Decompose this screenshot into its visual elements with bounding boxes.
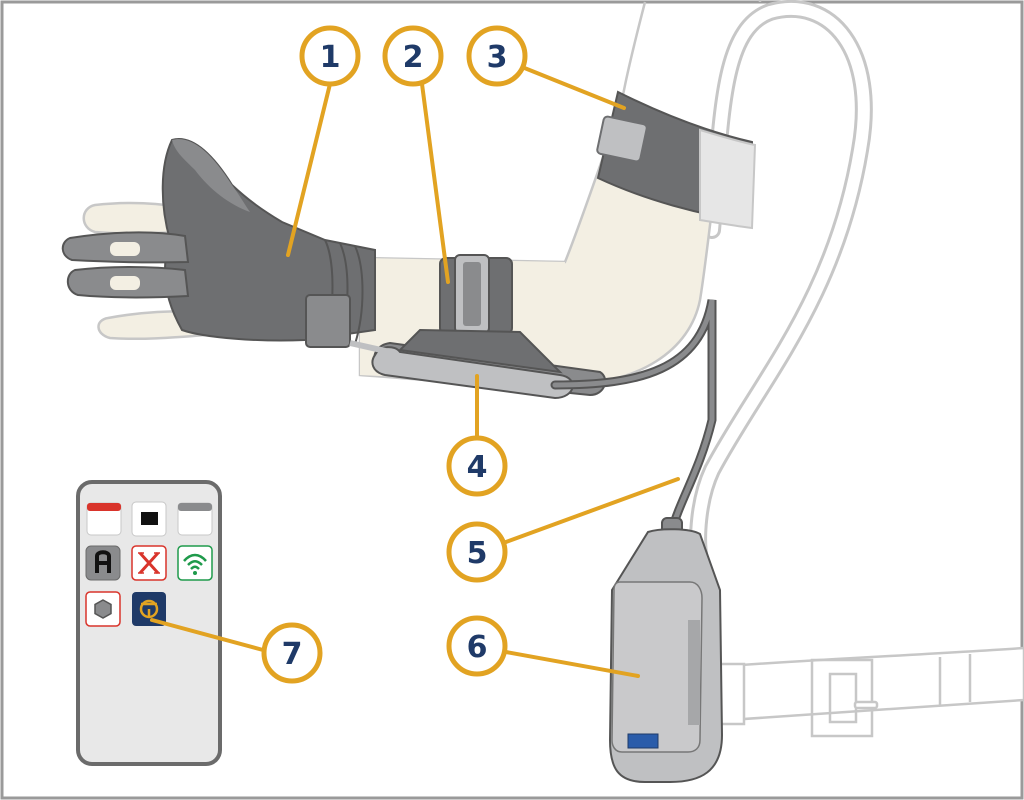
companion-app-icon[interactable] <box>132 592 166 626</box>
video-icon[interactable] <box>131 501 167 537</box>
callout-6-label: 6 <box>467 630 488 665</box>
callout-6: 6 <box>446 615 508 677</box>
calendar-icon[interactable] <box>86 502 122 536</box>
hexagon-icon[interactable] <box>85 591 121 627</box>
x-app-icon[interactable] <box>131 545 167 581</box>
callout-5: 5 <box>446 521 508 583</box>
smartphone <box>76 480 222 766</box>
glove <box>61 138 391 355</box>
callout-2-label: 2 <box>403 40 424 75</box>
callout-3-label: 3 <box>487 40 508 75</box>
callout-7-label: 7 <box>282 637 303 672</box>
callout-1-label: 1 <box>320 40 341 75</box>
callout-3: 3 <box>466 25 528 87</box>
callout-2: 2 <box>382 25 444 87</box>
callout-leaders <box>150 65 680 678</box>
callout-4-label: 4 <box>467 450 488 485</box>
wifi-icon[interactable] <box>177 545 213 581</box>
hub-device <box>608 517 724 783</box>
callout-7: 7 <box>261 622 323 684</box>
callout-5-label: 5 <box>467 536 488 571</box>
message-icon[interactable] <box>177 502 213 536</box>
white-tube <box>689 0 873 569</box>
callout-4: 4 <box>446 435 508 497</box>
callout-1: 1 <box>299 25 361 87</box>
letter-a-app-icon[interactable] <box>85 545 121 581</box>
upper-arm-band <box>596 90 757 230</box>
